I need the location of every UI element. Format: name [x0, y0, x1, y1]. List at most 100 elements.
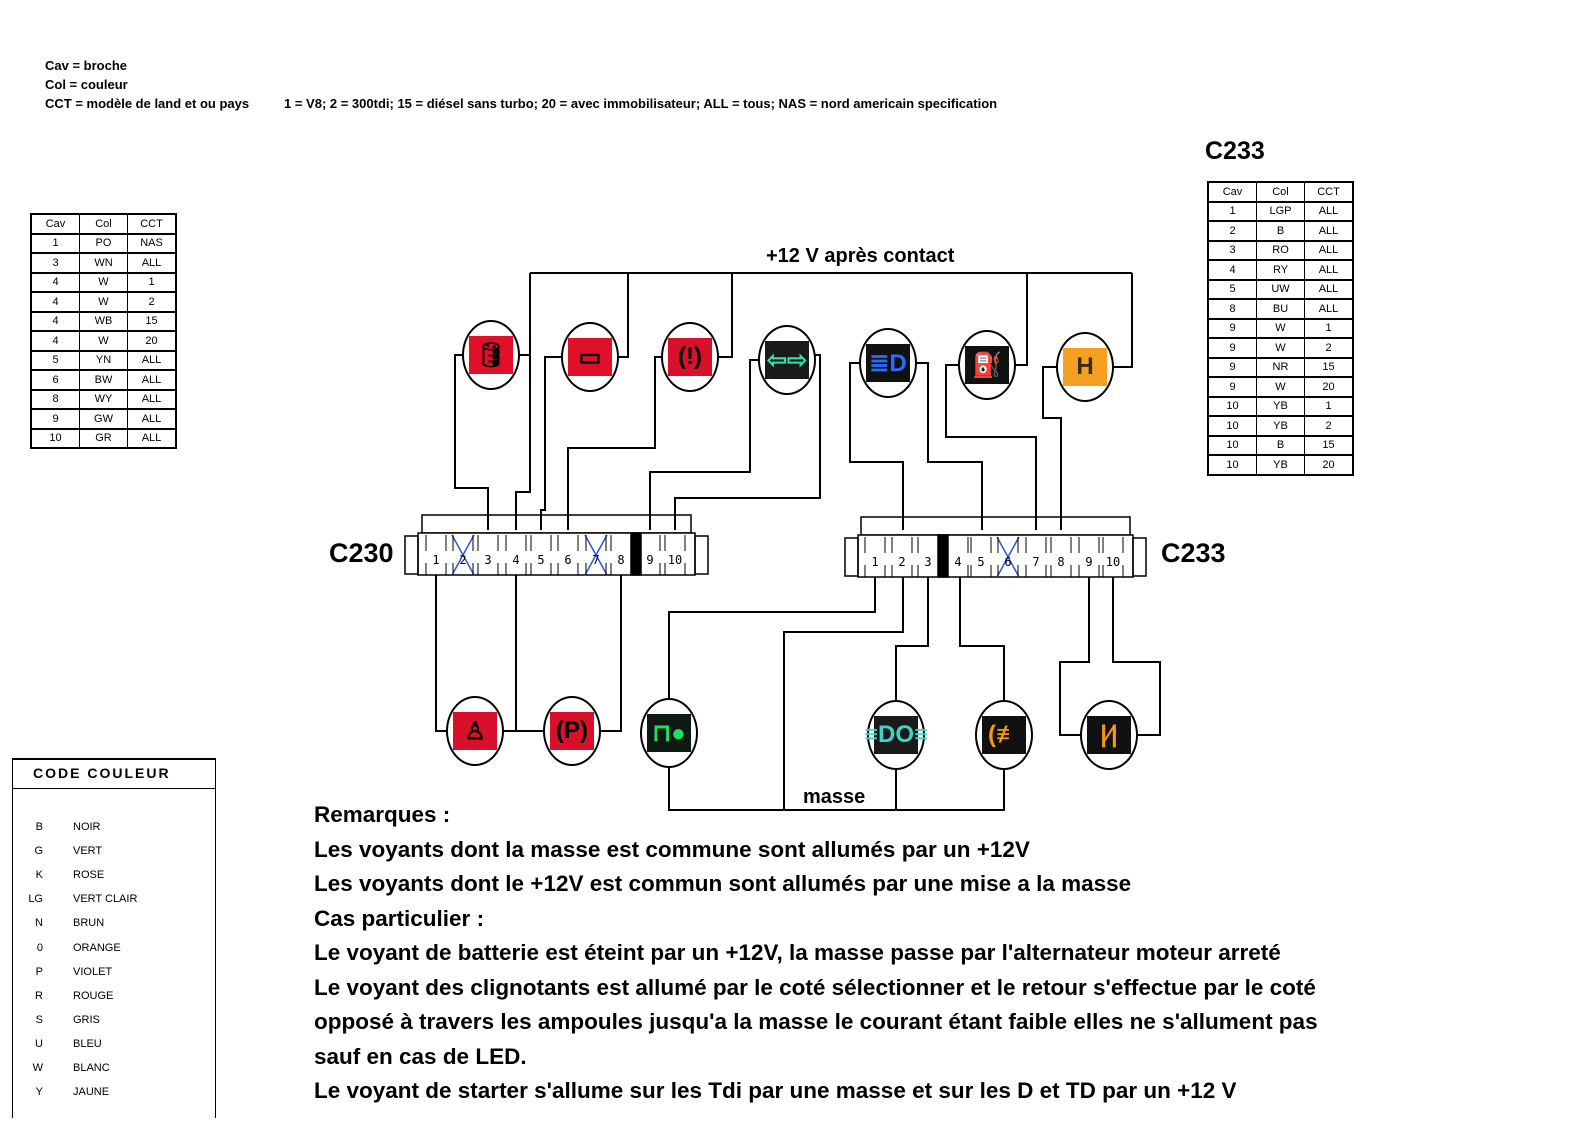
oil-pressure-icon: 🛢 — [469, 336, 513, 374]
table-header: CCT — [1304, 181, 1354, 202]
pin-slot — [1078, 537, 1100, 577]
wire — [503, 575, 544, 732]
warning-lamp: H — [1056, 332, 1114, 402]
c230-connector — [404, 514, 709, 576]
table-cell: ALL — [1304, 279, 1354, 300]
color-code: K — [35, 869, 43, 882]
wire — [945, 364, 1037, 530]
pin-number: 10 — [1106, 555, 1120, 569]
pin-number: 3 — [484, 553, 491, 567]
c233-table-title: C233 — [1205, 137, 1265, 165]
wire — [915, 362, 983, 530]
color-name: VERT CLAIR — [73, 893, 138, 906]
warning-lamp: (!) — [661, 322, 719, 392]
remark-line: sauf en cas de LED. — [314, 1043, 527, 1069]
rear-fog-icon: (≢ — [982, 716, 1026, 754]
pin-slot — [664, 535, 686, 575]
pin-slot — [864, 537, 886, 577]
table-cell: 20 — [1304, 454, 1354, 475]
legend-cav: Cav = broche — [45, 58, 128, 73]
warning-lamp: 🛢 — [462, 320, 520, 390]
color-name: ROSE — [73, 869, 105, 882]
fuel-icon: ⛽ — [965, 346, 1009, 384]
seatbelt-icon: ♙ — [453, 712, 497, 750]
pin-slot — [997, 537, 1019, 577]
wire — [849, 362, 904, 530]
pin-number: 8 — [617, 553, 624, 567]
table-cell: 15 — [1304, 357, 1354, 378]
warning-lamp: (P) — [543, 696, 601, 766]
color-name: BRUN — [73, 917, 105, 930]
color-code: U — [35, 1037, 43, 1050]
pin-number: 5 — [537, 553, 544, 567]
turn-signal-icon: ⇦⇨ — [765, 341, 809, 379]
color-code: G — [34, 845, 43, 858]
pin-number: 4 — [954, 555, 961, 569]
trailer-icon: ⊓● — [647, 714, 691, 752]
side-light-icon: ≡DO≡ — [864, 716, 928, 754]
pin-slot — [917, 537, 939, 577]
warning-lamp: |⁄| — [1080, 700, 1138, 770]
ground-label: masse — [803, 786, 866, 808]
pin-slot — [1025, 537, 1047, 577]
table-cell: YB — [1256, 454, 1305, 475]
wire — [618, 273, 629, 358]
color-name: BLANC — [73, 1061, 110, 1074]
pin-slot — [557, 535, 579, 575]
wire — [895, 575, 929, 702]
pin-slot — [947, 537, 969, 577]
pin-number: 7 — [592, 553, 599, 567]
color-code-row: K ROSE — [13, 863, 215, 887]
pin-slot — [610, 535, 632, 575]
pin-slot — [1102, 537, 1124, 577]
wire — [454, 354, 489, 530]
warning-lamp: ≣D — [859, 328, 917, 398]
pin-number: 8 — [1057, 555, 1064, 569]
main-beam-icon: ≣D — [866, 344, 910, 382]
c233-label: C233 — [1161, 538, 1226, 568]
pin-slot — [891, 537, 913, 577]
wire — [959, 575, 1005, 702]
wire — [718, 273, 733, 358]
color-code: N — [35, 917, 43, 930]
glow-plug-icon: |⁄| — [1087, 716, 1131, 754]
wire — [515, 273, 531, 530]
pin-slot — [585, 535, 607, 575]
wire — [783, 575, 904, 810]
wire — [1059, 575, 1090, 736]
battery-icon: ▭ — [568, 338, 612, 376]
color-name: NOIR — [73, 821, 101, 834]
table-header: CCT — [127, 213, 177, 234]
color-code: S — [35, 1013, 43, 1026]
table-cell: UW — [1256, 279, 1305, 300]
pin-slot — [505, 535, 527, 575]
color-code: Y — [35, 1086, 43, 1099]
table-cell: ALL — [1304, 259, 1354, 280]
pin-slot — [639, 535, 661, 575]
pin-number: 1 — [432, 553, 439, 567]
pin-number: 9 — [1085, 555, 1092, 569]
warning-lamp: ⊓● — [640, 698, 698, 768]
warning-lamp: ⛽ — [958, 330, 1016, 400]
park-brake-icon: (P) — [550, 712, 594, 750]
bus-12v-label: +12 V après contact — [766, 245, 955, 267]
pin-number: 4 — [512, 553, 519, 567]
color-name: JAUNE — [73, 1086, 110, 1099]
remark-line: Le voyant de batterie est éteint par un … — [314, 940, 1281, 965]
color-name: VERT — [73, 845, 103, 858]
table-cell: ALL — [127, 389, 177, 410]
warning-lamp: ♙ — [446, 696, 504, 766]
table-cell: WY — [79, 389, 128, 410]
wire — [1112, 575, 1161, 736]
